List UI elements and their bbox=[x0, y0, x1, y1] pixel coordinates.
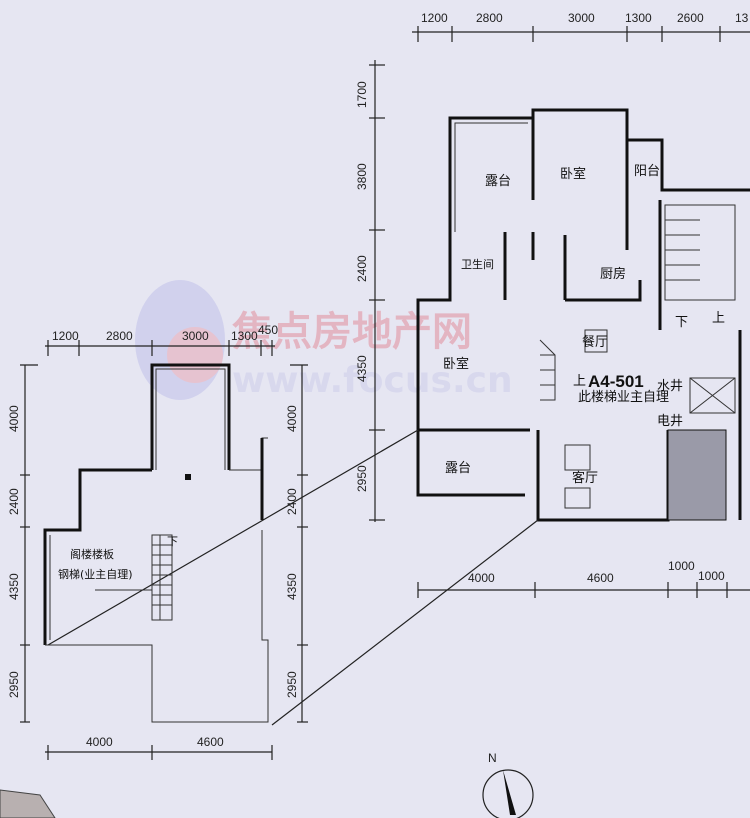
room-kitchen: 厨房 bbox=[600, 266, 626, 282]
dim-ticks-top bbox=[417, 26, 721, 42]
loft-dim-top-1: 1200 bbox=[52, 329, 79, 343]
loft-walls bbox=[43, 363, 269, 723]
room-terrace-top: 露台 bbox=[485, 174, 511, 189]
loft-stair-down-label: 下 bbox=[167, 535, 178, 548]
loft-dim-left-3: 4350 bbox=[7, 573, 21, 600]
loft-dim-top-5: 450 bbox=[258, 323, 278, 337]
water-shaft-label: 水井 bbox=[657, 379, 683, 394]
loft-steel-stairs bbox=[151, 534, 173, 621]
dim-left-3: 2400 bbox=[355, 255, 369, 282]
roof-illustration bbox=[0, 789, 56, 818]
loft-dim-ticks-bottom bbox=[47, 745, 273, 760]
watermark: 焦点房地产网 www.focus.cn bbox=[135, 280, 513, 401]
sofa-icon bbox=[564, 444, 591, 471]
dim-top-6: 13 bbox=[735, 11, 749, 25]
compass-north-label: N bbox=[488, 751, 497, 765]
dim-top-5: 2600 bbox=[677, 11, 704, 25]
loft-dim-right-3: 4350 bbox=[285, 573, 299, 600]
projection-line-upper bbox=[47, 429, 419, 646]
dim-top-4: 1300 bbox=[625, 11, 652, 25]
loft-dim-ticks-top bbox=[47, 340, 273, 356]
dim-left-5: 2950 bbox=[355, 465, 369, 492]
elevator-icon bbox=[689, 377, 736, 414]
dim-bottom-2: 4600 bbox=[587, 571, 614, 585]
armchair-icon bbox=[564, 487, 591, 509]
loft-dim-right-2: 2400 bbox=[285, 488, 299, 515]
loft-plan: 1200 2800 3000 1300 450 4000 2400 4350 2… bbox=[7, 323, 308, 760]
dim-bottom-3: 1000 bbox=[668, 559, 695, 573]
dim-left-1: 1700 bbox=[355, 81, 369, 108]
room-dining: 餐厅 bbox=[582, 334, 608, 350]
room-bathroom: 卫生间 bbox=[461, 257, 494, 271]
room-bedroom-mid: 卧室 bbox=[443, 356, 469, 372]
room-terrace-bottom: 露台 bbox=[445, 461, 471, 476]
dim-left-2: 3800 bbox=[355, 163, 369, 190]
main-stairs bbox=[664, 204, 736, 301]
north-compass-icon: N bbox=[482, 751, 534, 818]
room-living: 客厅 bbox=[572, 470, 598, 486]
loft-dim-right-1: 4000 bbox=[285, 405, 299, 432]
stair-up-label: 上 bbox=[712, 311, 725, 326]
watermark-logo-swoosh bbox=[135, 280, 225, 400]
room-balcony: 阳台 bbox=[634, 164, 660, 179]
loft-dim-ticks-side bbox=[20, 364, 308, 723]
dim-ticks-left bbox=[369, 64, 385, 521]
loft-dim-left-2: 2400 bbox=[7, 488, 21, 515]
loft-dim-top-2: 2800 bbox=[106, 329, 133, 343]
dim-top-2: 2800 bbox=[476, 11, 503, 25]
dim-bottom-4: 1000 bbox=[698, 569, 725, 583]
dim-top-3: 3000 bbox=[568, 11, 595, 25]
main-walls bbox=[416, 108, 750, 522]
loft-note-line1: 阁楼楼板 bbox=[70, 547, 114, 561]
dim-ticks-bottom bbox=[417, 582, 728, 598]
loft-dim-top-4: 1300 bbox=[231, 329, 258, 343]
tiled-corridor bbox=[667, 429, 727, 521]
watermark-url: www.focus.cn bbox=[232, 360, 513, 401]
loft-note-line2: 钢梯(业主自理) bbox=[58, 568, 133, 581]
main-plan: 1200 2800 3000 1300 2600 13 1700 3800 24… bbox=[355, 11, 750, 598]
internal-stair-up-label: 上 bbox=[573, 374, 586, 389]
loft-dim-left-1: 4000 bbox=[7, 405, 21, 432]
dining-table-icon bbox=[584, 329, 608, 353]
loft-dim-top-3: 3000 bbox=[182, 329, 209, 343]
stair-down-label: 下 bbox=[675, 315, 688, 330]
loft-dim-bottom-2: 4600 bbox=[197, 735, 224, 749]
unit-label: A4-501 bbox=[588, 372, 644, 391]
loft-dim-right-4: 2950 bbox=[285, 671, 299, 698]
room-bedroom-top: 卧室 bbox=[560, 166, 586, 182]
projection-line-lower bbox=[271, 519, 539, 726]
internal-stairs bbox=[539, 339, 556, 401]
dim-bottom-1: 4000 bbox=[468, 571, 495, 585]
dim-left-4: 4350 bbox=[355, 355, 369, 382]
loft-dim-left-4: 2950 bbox=[7, 671, 21, 698]
dim-top-1: 1200 bbox=[421, 11, 448, 25]
unit-note: 此楼梯业主自理 bbox=[578, 390, 669, 405]
loft-dim-bottom-1: 4000 bbox=[86, 735, 113, 749]
elec-shaft-label: 电井 bbox=[657, 414, 683, 429]
